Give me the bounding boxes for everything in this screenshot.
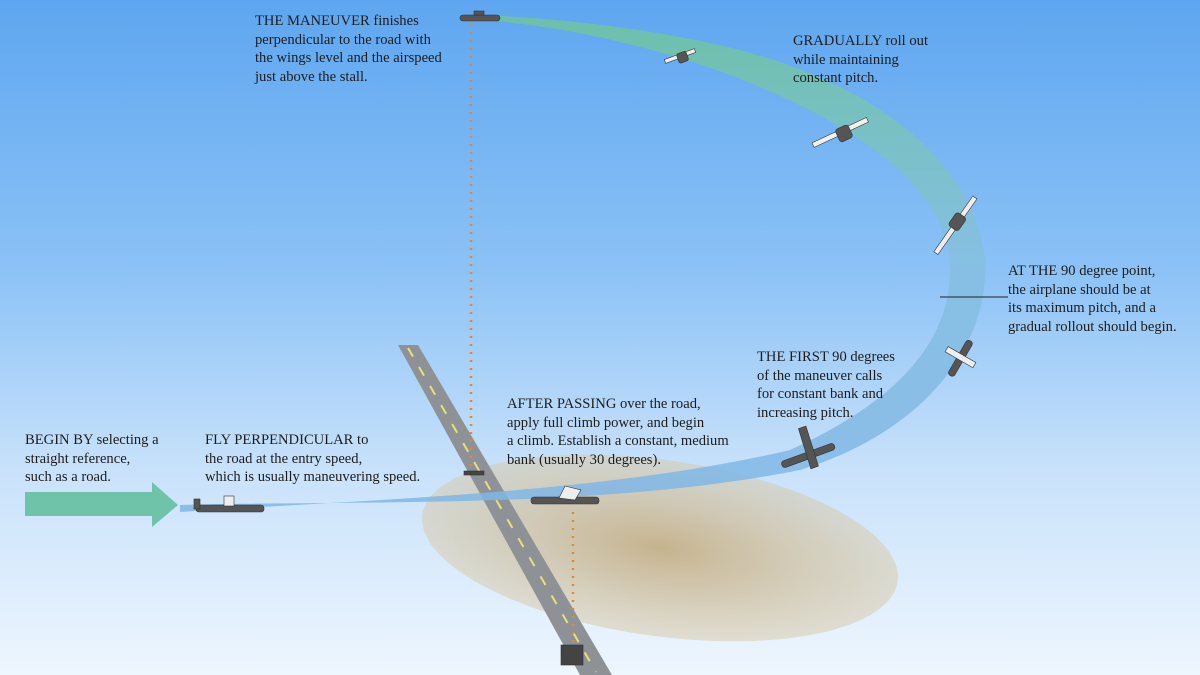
text-line: bank (usually 30 degrees). bbox=[507, 451, 661, 468]
text-line: while maintaining bbox=[793, 51, 899, 68]
airplane-icon bbox=[781, 425, 836, 470]
text-line: straight reference, bbox=[25, 450, 131, 467]
annotation-first90: THE FIRST 90 degrees of the maneuver cal… bbox=[757, 348, 895, 422]
text-line: apply full climb power, and begin bbox=[507, 414, 705, 431]
road bbox=[398, 345, 612, 675]
annotation-rollout: GRADUALLY roll out while maintaining con… bbox=[793, 32, 928, 88]
text-line: perpendicular to the road with bbox=[255, 31, 431, 48]
text-line: a climb. Establish a constant, medium bbox=[507, 433, 729, 449]
text-line: THE MANEUVER finishes bbox=[255, 13, 419, 29]
airplane-shadow-icon bbox=[463, 470, 485, 476]
airplane-icon bbox=[933, 195, 978, 255]
text-line: which is usually maneuvering speed. bbox=[205, 469, 421, 485]
text-line: gradual rollout should begin. bbox=[1008, 318, 1177, 335]
text-line: AFTER PASSING over the road, bbox=[507, 396, 701, 412]
text-line: its maximum pitch, and a bbox=[1008, 300, 1156, 316]
airplane-icon bbox=[811, 117, 869, 148]
airplane-icon bbox=[193, 495, 265, 513]
annotation-begin: BEGIN BY selecting a straight reference,… bbox=[25, 431, 159, 487]
text-line: THE FIRST 90 degrees bbox=[757, 349, 895, 365]
text-line: BEGIN BY selecting a bbox=[25, 432, 159, 448]
text-line: the road at the entry speed, bbox=[205, 450, 363, 467]
text-line: just above the stall. bbox=[255, 68, 368, 85]
text-line: such as a road. bbox=[25, 469, 111, 485]
airplane-shadow-icon bbox=[560, 644, 584, 666]
annotation-fly: FLY PERPENDICULAR to the road at the ent… bbox=[205, 431, 420, 487]
annotation-after: AFTER PASSING over the road, apply full … bbox=[507, 395, 729, 469]
text-line: of the maneuver calls bbox=[757, 367, 883, 384]
text-line: the wings level and the airspeed bbox=[255, 50, 442, 66]
text-line: FLY PERPENDICULAR to bbox=[205, 432, 369, 448]
airplane-icon bbox=[530, 485, 600, 505]
airplane-icon bbox=[663, 48, 697, 64]
text-line: AT THE 90 degree point, bbox=[1008, 263, 1156, 279]
entry-arrow bbox=[25, 482, 178, 527]
airplane-icon bbox=[459, 10, 501, 22]
annotation-finish: THE MANEUVER finishes perpendicular to t… bbox=[255, 12, 442, 86]
text-line: increasing pitch. bbox=[757, 404, 854, 421]
text-line: constant pitch. bbox=[793, 70, 879, 86]
annotation-ninety: AT THE 90 degree point, the airplane sho… bbox=[1008, 262, 1177, 336]
airplane-icon bbox=[944, 339, 977, 377]
text-line: for constant bank and bbox=[757, 386, 884, 402]
text-line: the airplane should be at bbox=[1008, 281, 1151, 298]
text-line: GRADUALLY roll out bbox=[793, 33, 929, 49]
